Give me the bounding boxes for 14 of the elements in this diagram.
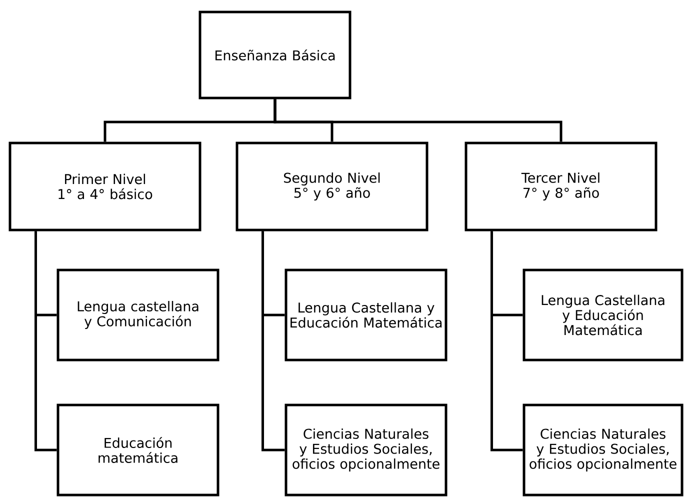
subject-box: Ciencias Naturales y Estudios Sociales, oficios opcionalmente	[284, 404, 448, 496]
connector-line	[262, 231, 285, 452]
root-box: Enseñanza Básica	[198, 10, 352, 100]
subject-box: Ciencias Naturales y Estudios Sociales, oficios opcionalmente	[522, 404, 684, 496]
connector-line	[274, 99, 562, 142]
subject-box: Lengua castellana y Comunicación	[56, 268, 220, 362]
subject-box: Lengua Castellana y Educación Matemática	[522, 268, 684, 362]
connector-line	[34, 231, 57, 452]
level-box: Segundo Nivel 5° y 6° año	[236, 142, 428, 232]
level-box: Tercer Nivel 7° y 8° año	[464, 142, 658, 232]
subject-box: Educación matemática	[56, 404, 220, 496]
connector-line	[490, 231, 523, 452]
subject-box: Lengua Castellana y Educación Matemática	[284, 268, 448, 362]
level-box: Primer Nivel 1° a 4° básico	[8, 142, 202, 232]
